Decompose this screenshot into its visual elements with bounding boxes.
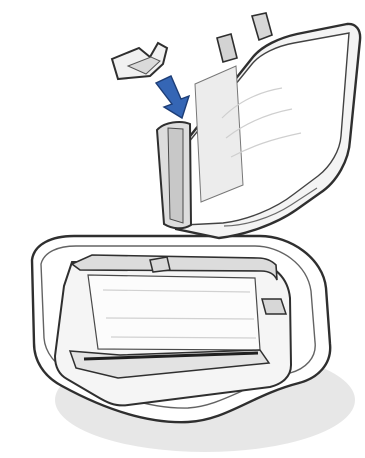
bottom-printer-front-panel	[88, 275, 260, 350]
blue-arrow	[156, 76, 189, 118]
top-printer-side-shade	[168, 128, 183, 223]
bottom-printer-side-tab	[262, 299, 286, 314]
bottom-printer-tab	[150, 257, 170, 272]
printer-packaging-icon	[32, 236, 355, 452]
install-direction-arrow-icon	[156, 76, 189, 118]
printer-upright-icon	[157, 13, 360, 238]
top-printer-tab-right	[252, 13, 272, 40]
stand-bracket-icon	[112, 43, 167, 79]
top-printer-inner-panel	[195, 66, 243, 202]
top-printer-tab-left	[217, 34, 237, 62]
